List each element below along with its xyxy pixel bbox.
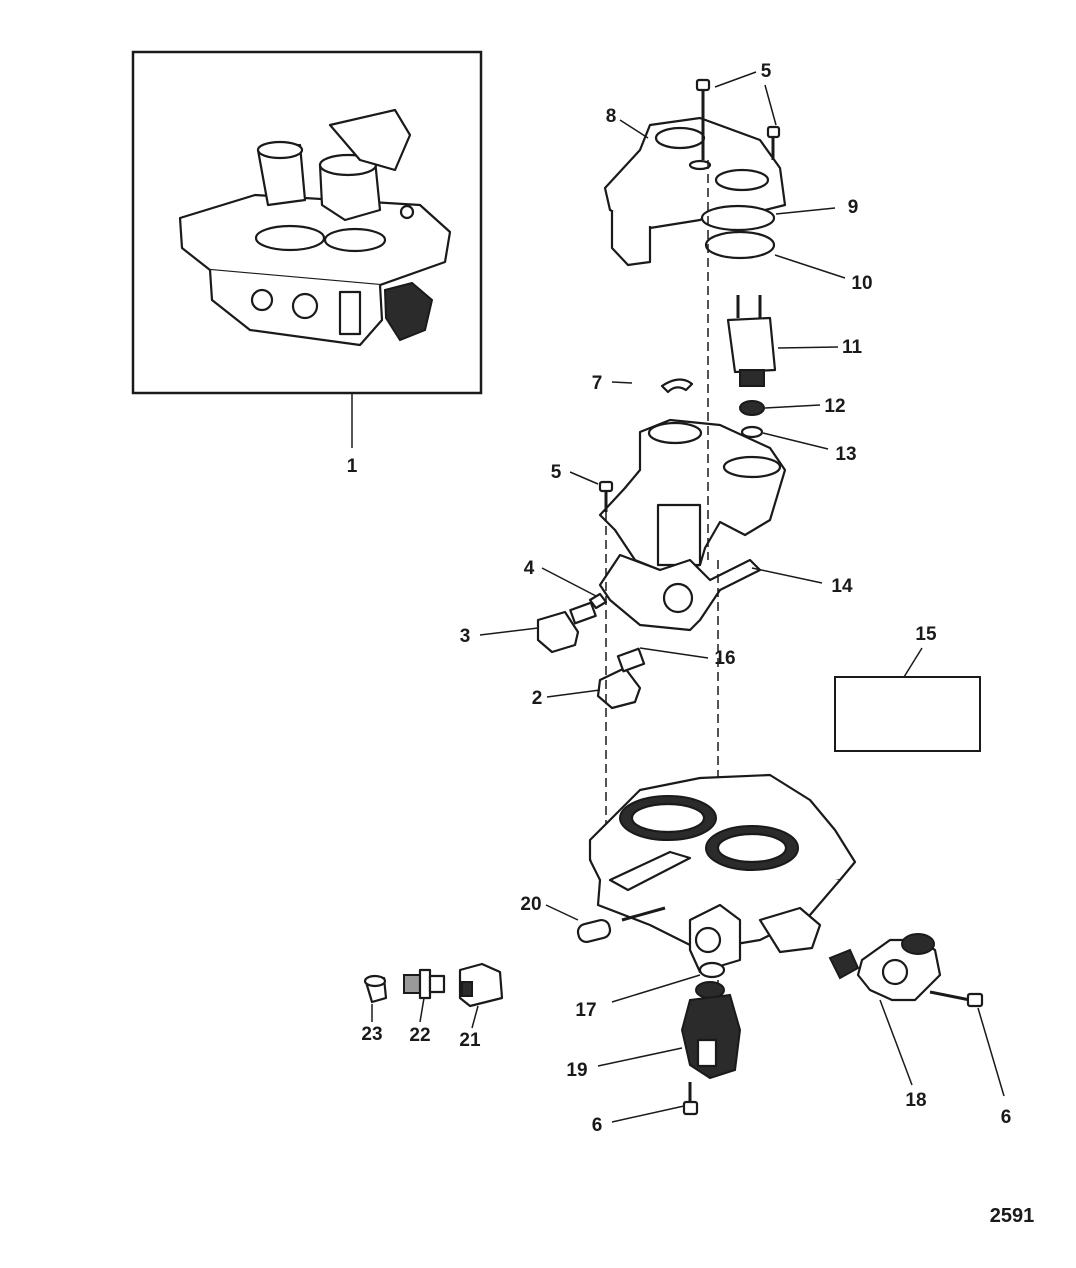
screw-6-left — [682, 1082, 699, 1116]
svg-text:17: 17 — [575, 1000, 596, 1021]
throttle-position-sensor — [828, 933, 984, 1008]
adjust-screw-3 — [536, 601, 597, 654]
callout-13: 13 — [835, 444, 856, 465]
idle-air-control-valve — [680, 981, 742, 1080]
fitting-23 — [363, 974, 388, 1004]
svg-text:22: 22 — [409, 1025, 430, 1046]
callout-6-right: 6 — [1001, 1107, 1012, 1128]
callout-10: 10 — [851, 273, 872, 294]
callout-6-left: 6 — [592, 1115, 603, 1136]
callout-17: 17 — [575, 1000, 596, 1021]
svg-text:2: 2 — [532, 688, 543, 709]
svg-text:20: 20 — [520, 894, 541, 915]
svg-text:23: 23 — [361, 1024, 382, 1045]
svg-text:5: 5 — [761, 61, 772, 82]
svg-text:10: 10 — [851, 273, 872, 294]
svg-text:3: 3 — [460, 626, 471, 647]
gasket-9 — [700, 204, 776, 232]
filter-12 — [739, 400, 765, 416]
o-ring-17 — [698, 961, 726, 979]
callout-7: 7 — [592, 373, 603, 394]
retainer-7 — [660, 378, 694, 394]
adjust-screw-2 — [596, 647, 646, 710]
svg-text:1: 1 — [347, 456, 358, 477]
svg-text:4: 4 — [524, 558, 535, 579]
callout-3: 3 — [460, 626, 471, 647]
callout-4: 4 — [524, 558, 535, 579]
svg-text:13: 13 — [835, 444, 856, 465]
callout-18: 18 — [905, 1090, 926, 1111]
fuel-meter-cover — [603, 116, 787, 267]
svg-text:5: 5 — [551, 462, 562, 483]
svg-text:11: 11 — [842, 337, 863, 358]
screw-top-left — [695, 78, 711, 160]
svg-text:6: 6 — [1001, 1107, 1012, 1128]
o-ring-13 — [740, 425, 764, 439]
callout-8: 8 — [606, 106, 617, 127]
svg-text:16: 16 — [714, 648, 735, 669]
svg-text:15: 15 — [915, 624, 937, 645]
callout-5-top: 5 — [761, 61, 772, 82]
svg-text:12: 12 — [824, 396, 845, 417]
svg-text:21: 21 — [459, 1030, 481, 1051]
callout-5-middle: 5 — [551, 462, 562, 483]
svg-text:8: 8 — [606, 106, 617, 127]
svg-text:6: 6 — [592, 1115, 603, 1136]
kit-box-15 — [834, 676, 981, 752]
svg-text:9: 9 — [848, 197, 859, 218]
callout-21: 21 — [459, 1030, 481, 1051]
svg-text:19: 19 — [566, 1060, 587, 1081]
svg-text:14: 14 — [831, 576, 853, 597]
fitting-21 — [458, 962, 504, 1008]
screw-middle — [598, 480, 614, 512]
callout-12: 12 — [824, 396, 845, 417]
callout-2: 2 — [532, 688, 543, 709]
callout-9: 9 — [848, 197, 859, 218]
svg-text:7: 7 — [592, 373, 603, 394]
screw-top-right — [766, 125, 781, 160]
plug-20 — [576, 918, 612, 944]
callout-20: 20 — [520, 894, 541, 915]
o-ring-10 — [704, 230, 776, 260]
svg-text:18: 18 — [905, 1090, 926, 1111]
callout-22: 22 — [409, 1025, 430, 1046]
callout-15: 15 — [915, 624, 937, 645]
callout-14: 14 — [831, 576, 853, 597]
callout-16: 16 — [714, 648, 735, 669]
callout-1: 1 — [347, 456, 358, 477]
fitting-22 — [403, 968, 446, 1000]
assembly-inset — [131, 50, 483, 395]
fuel-injector — [726, 295, 777, 387]
callout-11: 11 — [842, 337, 863, 358]
throttle-body — [588, 773, 857, 974]
callout-19: 19 — [566, 1060, 587, 1081]
callout-23: 23 — [361, 1024, 382, 1045]
fuel-meter-body — [598, 418, 787, 632]
figure-number: 2591 — [990, 1205, 1035, 1227]
